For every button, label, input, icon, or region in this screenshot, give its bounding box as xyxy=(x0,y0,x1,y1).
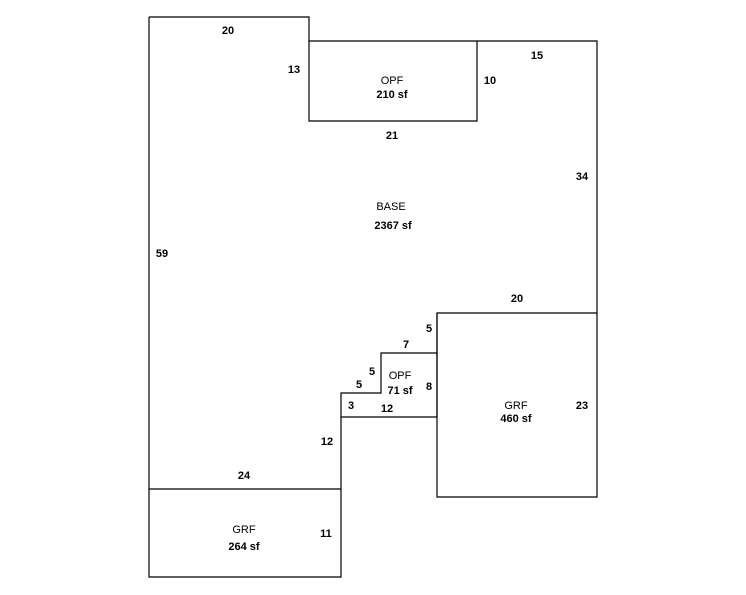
dim-top-right: 15 xyxy=(531,50,543,62)
grf-bottom-label: GRF xyxy=(232,524,256,536)
dim-left: 59 xyxy=(156,248,168,260)
dim-opf-bottom: 21 xyxy=(386,130,398,142)
dim-opf-mid-right: 8 xyxy=(426,381,432,393)
dim-opf-left: 13 xyxy=(288,64,300,76)
dim-step-7: 7 xyxy=(403,339,409,351)
grf-bottom-size: 264 sf xyxy=(228,541,260,553)
opf-top-size: 210 sf xyxy=(376,89,408,101)
dim-grf-bottom-top: 24 xyxy=(238,470,251,482)
opf-mid-size: 71 sf xyxy=(387,385,412,397)
base-size: 2367 sf xyxy=(374,220,412,232)
dim-step-3: 3 xyxy=(348,400,354,412)
base-label: BASE xyxy=(376,201,405,213)
grf-right-size: 460 sf xyxy=(500,413,532,425)
dim-step-5-lower: 5 xyxy=(356,379,362,391)
grf-right-label: GRF xyxy=(504,400,528,412)
opf-mid-label: OPF xyxy=(389,370,412,382)
dim-top-left: 20 xyxy=(222,25,234,37)
opf-top-label: OPF xyxy=(381,75,404,87)
grf-right-outline xyxy=(436,313,598,498)
dim-right-upper: 34 xyxy=(576,171,589,183)
dim-step-5-upper: 5 xyxy=(426,323,432,335)
dim-step-5-mid: 5 xyxy=(369,366,375,378)
grf-bottom-outline xyxy=(148,489,342,578)
dim-grf-top: 20 xyxy=(511,293,523,305)
dim-step-12: 12 xyxy=(381,403,393,415)
dim-grf-right-side: 23 xyxy=(576,400,588,412)
opf-top-outline xyxy=(308,41,478,122)
dim-opf-right: 10 xyxy=(484,75,496,87)
dim-grf-bottom-right: 11 xyxy=(320,528,332,540)
dim-left-12: 12 xyxy=(321,436,333,448)
